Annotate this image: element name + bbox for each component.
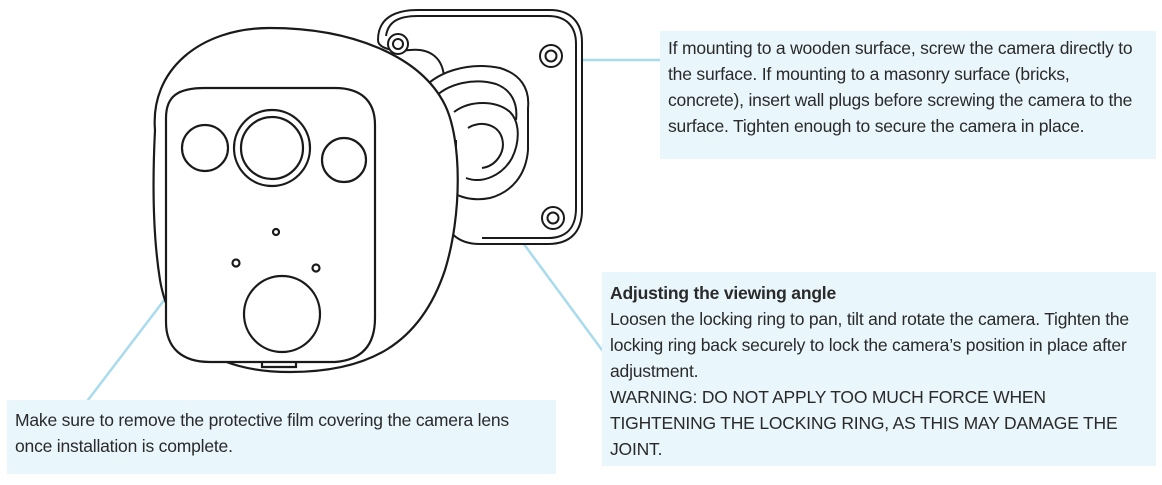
main-lens <box>232 108 312 188</box>
callout-mounting-text: If mounting to a wooden surface, screw t… <box>668 38 1133 136</box>
callout-lens-film: Make sure to remove the protective film … <box>7 400 556 474</box>
microphone-hole <box>271 227 281 237</box>
screw-top-right <box>539 44 563 68</box>
bottom-notch <box>260 362 298 369</box>
sensor-right <box>320 136 368 184</box>
screw-top-left <box>387 33 409 55</box>
callout-viewing-angle-warning: WARNING: DO NOT APPLY TOO MUCH FORCE WHE… <box>610 387 1118 459</box>
callout-mounting: If mounting to a wooden surface, screw t… <box>660 31 1156 159</box>
security-camera-icon <box>152 26 459 374</box>
callout-viewing-angle-heading: Adjusting the viewing angle <box>610 283 837 303</box>
screw-bottom-right <box>541 206 565 230</box>
spotlight <box>242 274 322 354</box>
callout-lens-film-text: Make sure to remove the protective film … <box>15 410 509 456</box>
indicator-left <box>231 258 241 268</box>
callout-viewing-angle-body: Loosen the locking ring to pan, tilt and… <box>610 309 1129 381</box>
sensor-left <box>180 123 230 173</box>
indicator-right <box>311 263 321 273</box>
callout-viewing-angle: Adjusting the viewing angle Loosen the l… <box>602 272 1156 466</box>
